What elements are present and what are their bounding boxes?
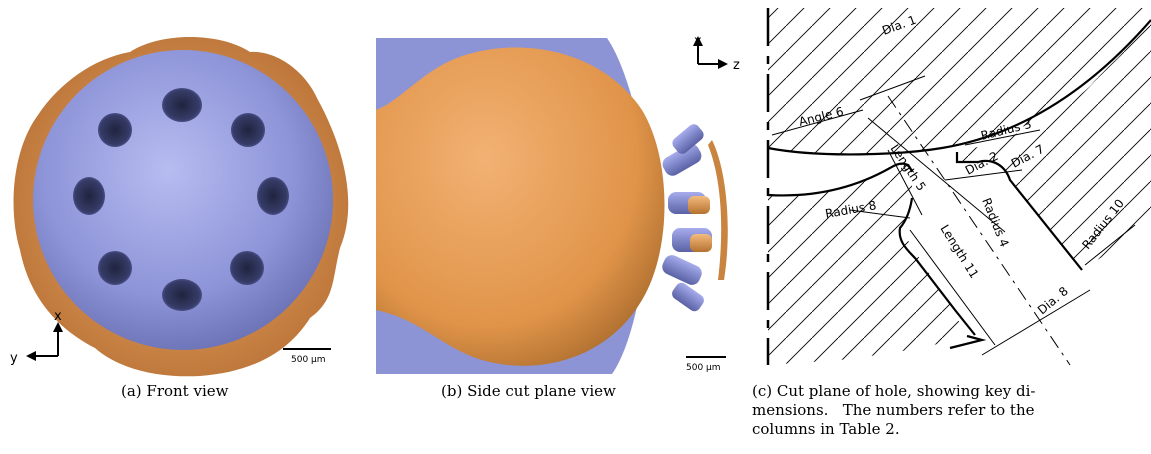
hole — [257, 177, 289, 215]
outline — [767, 19, 1151, 350]
hole — [231, 113, 265, 147]
axis-glyph — [26, 322, 63, 361]
hole-ring — [73, 88, 289, 311]
orange-body — [376, 47, 665, 366]
axis-glyph — [693, 36, 728, 69]
front-view-render: x y 500 µm — [10, 37, 349, 377]
hole — [98, 113, 132, 147]
hole — [162, 279, 202, 311]
caption-c: (c) Cut plane of hole, showing key di- m… — [752, 382, 1148, 439]
caption-c-line3: columns in Table 2. — [752, 420, 900, 438]
caption-c-line2: mensions. The numbers refer to the — [752, 401, 1035, 419]
axis-x-label: x — [694, 34, 702, 49]
side-view-panel: x z 500 µm — [372, 30, 752, 380]
axis-x-label: x — [54, 309, 62, 324]
hole — [98, 251, 132, 285]
caption-a: (a) Front view — [121, 382, 229, 400]
hatched-solid-right — [957, 20, 1151, 270]
scale-label: 500 µm — [686, 363, 721, 373]
bore-channel — [768, 148, 1082, 336]
front-view-panel: x y 500 µm — [0, 0, 370, 380]
hatched-solid-lower — [768, 163, 967, 365]
scale-label: 500 µm — [291, 355, 326, 365]
hatched-solid-upper — [768, 8, 1151, 155]
axis-y-label: y — [10, 351, 18, 366]
dimension-lines — [771, 75, 1136, 356]
hole-channels — [662, 124, 728, 312]
caption-c-line1: (c) Cut plane of hole, showing key di- — [752, 382, 1036, 400]
side-view-render: x z 500 µm — [376, 34, 740, 374]
caption-b: (b) Side cut plane view — [441, 382, 616, 400]
hole — [162, 88, 202, 122]
cut-plane-svg: Dia. 1 Angle 6 Radius 3 Dia. 2 Dia. 7 Le… — [766, 8, 1151, 366]
hole — [230, 251, 264, 285]
axis-z-label: z — [733, 58, 740, 73]
hole — [73, 177, 105, 215]
cut-plane-diagram: Dia. 1 Angle 6 Radius 3 Dia. 2 Dia. 7 Le… — [760, 0, 1151, 380]
